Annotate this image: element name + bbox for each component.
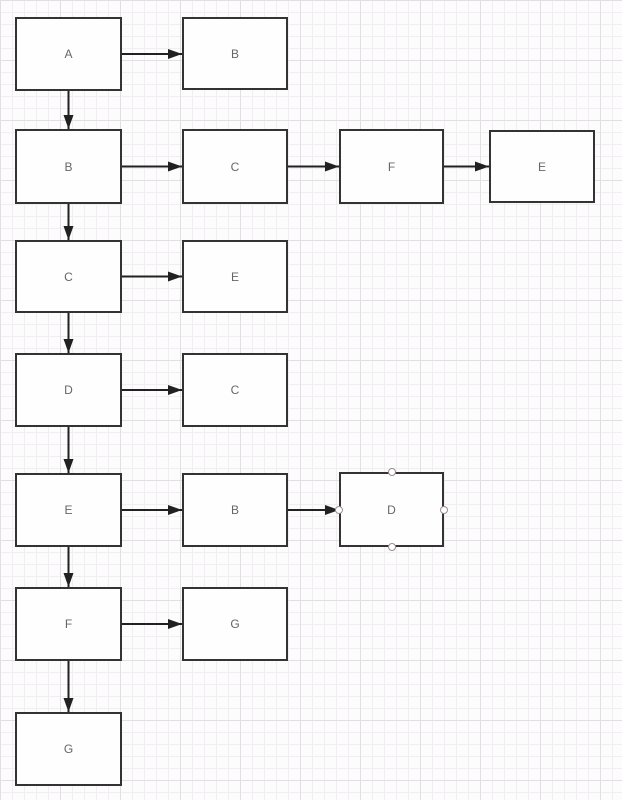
flow-node-n2[interactable]: B	[182, 17, 288, 90]
flow-node-n8[interactable]: E	[182, 240, 288, 313]
node-label: F	[64, 617, 73, 631]
node-label: G	[63, 742, 74, 756]
node-label: B	[230, 503, 239, 517]
node-label: C	[64, 269, 73, 284]
node-label: C	[230, 159, 240, 174]
flow-node-n3[interactable]: B	[15, 129, 122, 204]
node-label: D	[387, 502, 396, 517]
connection-handle-top[interactable]	[387, 468, 396, 476]
flow-node-n4[interactable]: C	[182, 129, 288, 204]
node-label: E	[230, 269, 239, 284]
node-label: G	[230, 617, 240, 631]
flow-node-n14[interactable]: F	[15, 587, 122, 661]
connection-handle-left[interactable]	[335, 505, 343, 514]
connection-handle-right[interactable]	[440, 505, 448, 514]
flow-node-n12[interactable]: B	[182, 473, 288, 547]
connection-handle-bottom[interactable]	[387, 543, 396, 551]
node-label: E	[537, 159, 546, 174]
flow-node-n13[interactable]: D	[339, 472, 444, 547]
node-label: D	[64, 383, 73, 397]
flow-node-n9[interactable]: D	[15, 353, 122, 427]
node-label: F	[387, 159, 396, 174]
flow-node-n7[interactable]: C	[15, 240, 122, 313]
flow-node-n16[interactable]: G	[15, 712, 122, 786]
flow-node-n5[interactable]: F	[339, 129, 444, 204]
node-label: E	[64, 503, 73, 517]
node-label: A	[64, 47, 73, 61]
flow-node-n1[interactable]: A	[15, 17, 122, 91]
node-label: C	[230, 383, 240, 397]
node-label: B	[230, 46, 239, 61]
flow-node-n15[interactable]: G	[182, 587, 288, 661]
node-label: B	[64, 159, 73, 174]
flow-node-n11[interactable]: E	[15, 473, 122, 547]
flow-node-n10[interactable]: C	[182, 353, 288, 427]
flow-node-n6[interactable]: E	[489, 130, 595, 203]
